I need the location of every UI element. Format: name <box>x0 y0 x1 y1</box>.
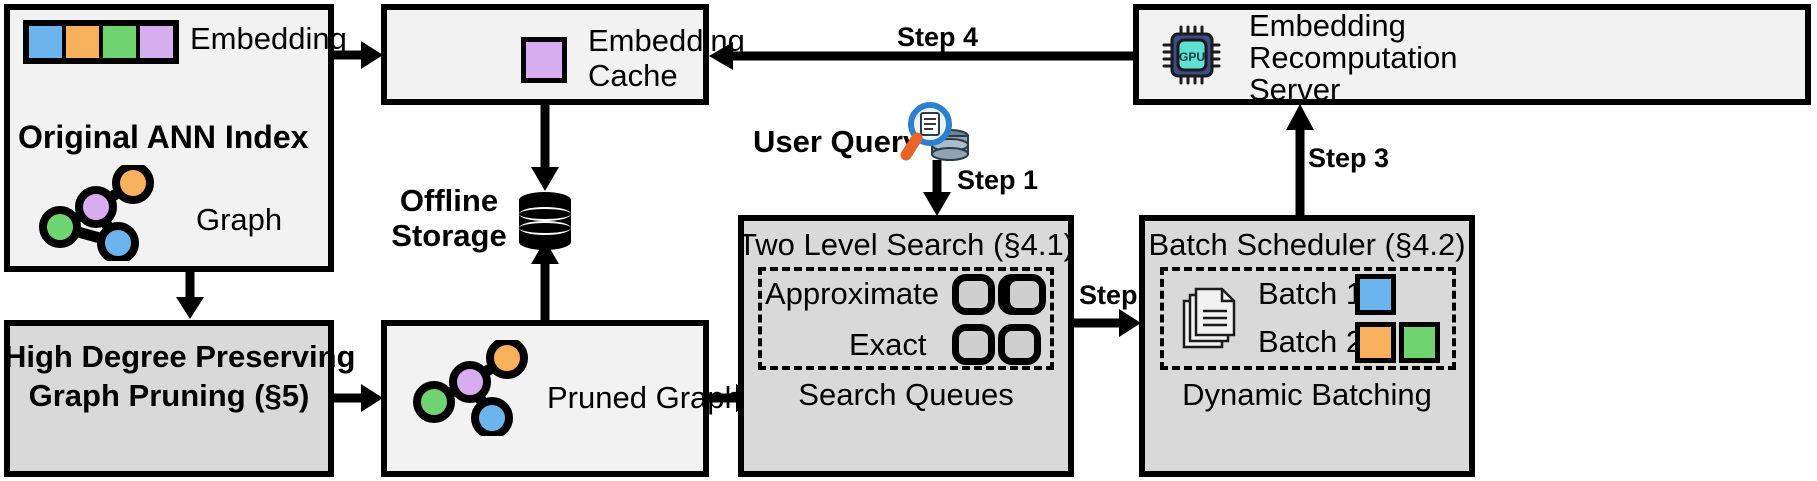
step1-label: Step 1 <box>957 165 1039 195</box>
approximate-row-label: Approximate <box>765 276 940 311</box>
original-graph-glyph <box>38 165 158 261</box>
batch-2-swatch-green <box>1399 322 1440 363</box>
arrow-step2-search-to-scheduler <box>1074 303 1142 343</box>
arrow-step3-scheduler-to-server <box>1280 104 1320 216</box>
user-query-label: User Query <box>753 124 921 159</box>
search-queues-caption: Search Queues <box>798 377 1014 412</box>
batch-scheduler-title: Batch Scheduler (§4.2) <box>1148 227 1466 262</box>
exact-row-label: Exact <box>849 327 927 362</box>
documents-stack-icon <box>1178 285 1240 353</box>
embedding-recomputation-server-box <box>1133 4 1811 105</box>
embedding-swatch-green <box>103 26 140 58</box>
batch-1-label: Batch 1 <box>1258 276 1364 311</box>
dynamic-batching-dashed-region <box>1160 267 1456 370</box>
recomputation-server-line2: Recomputation <box>1249 40 1458 75</box>
batch-1-swatch-blue <box>1355 274 1396 315</box>
original-ann-index-title: Original ANN Index <box>18 119 309 155</box>
graph-label: Graph <box>196 202 283 237</box>
embedding-cache-line2: Cache <box>588 58 678 93</box>
embedding-swatch-purple <box>140 26 173 58</box>
database-cylinder-icon <box>516 191 574 251</box>
embedding-label: Embedding <box>190 21 347 56</box>
arrow-embedding-to-cache <box>334 35 384 75</box>
exact-queue-chip-2 <box>998 324 1041 365</box>
svg-text:GPU: GPU <box>1179 50 1205 64</box>
offline-storage-line1: Offline <box>399 183 499 218</box>
gpu-chip-icon: GPU <box>1161 25 1225 85</box>
batch-2-swatch-orange <box>1355 322 1396 363</box>
arrow-step1-query-to-search <box>917 160 957 216</box>
recomputation-server-line1: Embedding <box>1249 8 1406 43</box>
embedding-swatch-blue <box>29 26 66 58</box>
graph-pruning-line2: Graph Pruning (§5) <box>28 378 310 413</box>
embedding-cache-swatch <box>521 37 567 83</box>
dynamic-batching-caption: Dynamic Batching <box>1182 377 1432 412</box>
pruned-graph-glyph <box>412 340 532 436</box>
recomputation-server-line3: Server <box>1249 72 1341 107</box>
search-queues-dashed-region <box>758 267 1054 370</box>
arrow-pruning-to-pruned-graph <box>334 378 384 418</box>
arrow-step4-server-to-cache <box>709 36 1135 76</box>
approximate-queue-chip-1 <box>952 274 995 315</box>
embedding-swatch-strip <box>23 20 179 64</box>
pruned-graph-label: Pruned Graph <box>547 380 742 415</box>
two-level-search-title: Two Level Search (§4.1) <box>738 227 1075 262</box>
embedding-swatch-orange <box>66 26 103 58</box>
arrow-cache-to-storage <box>525 105 565 191</box>
exact-queue-chip-1 <box>952 324 995 365</box>
offline-storage-line2: Storage <box>391 218 507 253</box>
graph-pruning-line1: High Degree Preserving <box>4 339 356 374</box>
approximate-queue-chip-3 <box>1003 274 1046 315</box>
batch-2-label: Batch 2 <box>1258 324 1364 359</box>
step4-label: Step 4 <box>897 22 979 52</box>
magnifier-database-icon <box>900 100 972 168</box>
graph-pruning-box <box>4 320 334 477</box>
arrow-index-to-pruning <box>170 272 210 320</box>
arrow-pruned-graph-to-storage <box>525 240 565 322</box>
step3-label: Step 3 <box>1308 143 1390 173</box>
